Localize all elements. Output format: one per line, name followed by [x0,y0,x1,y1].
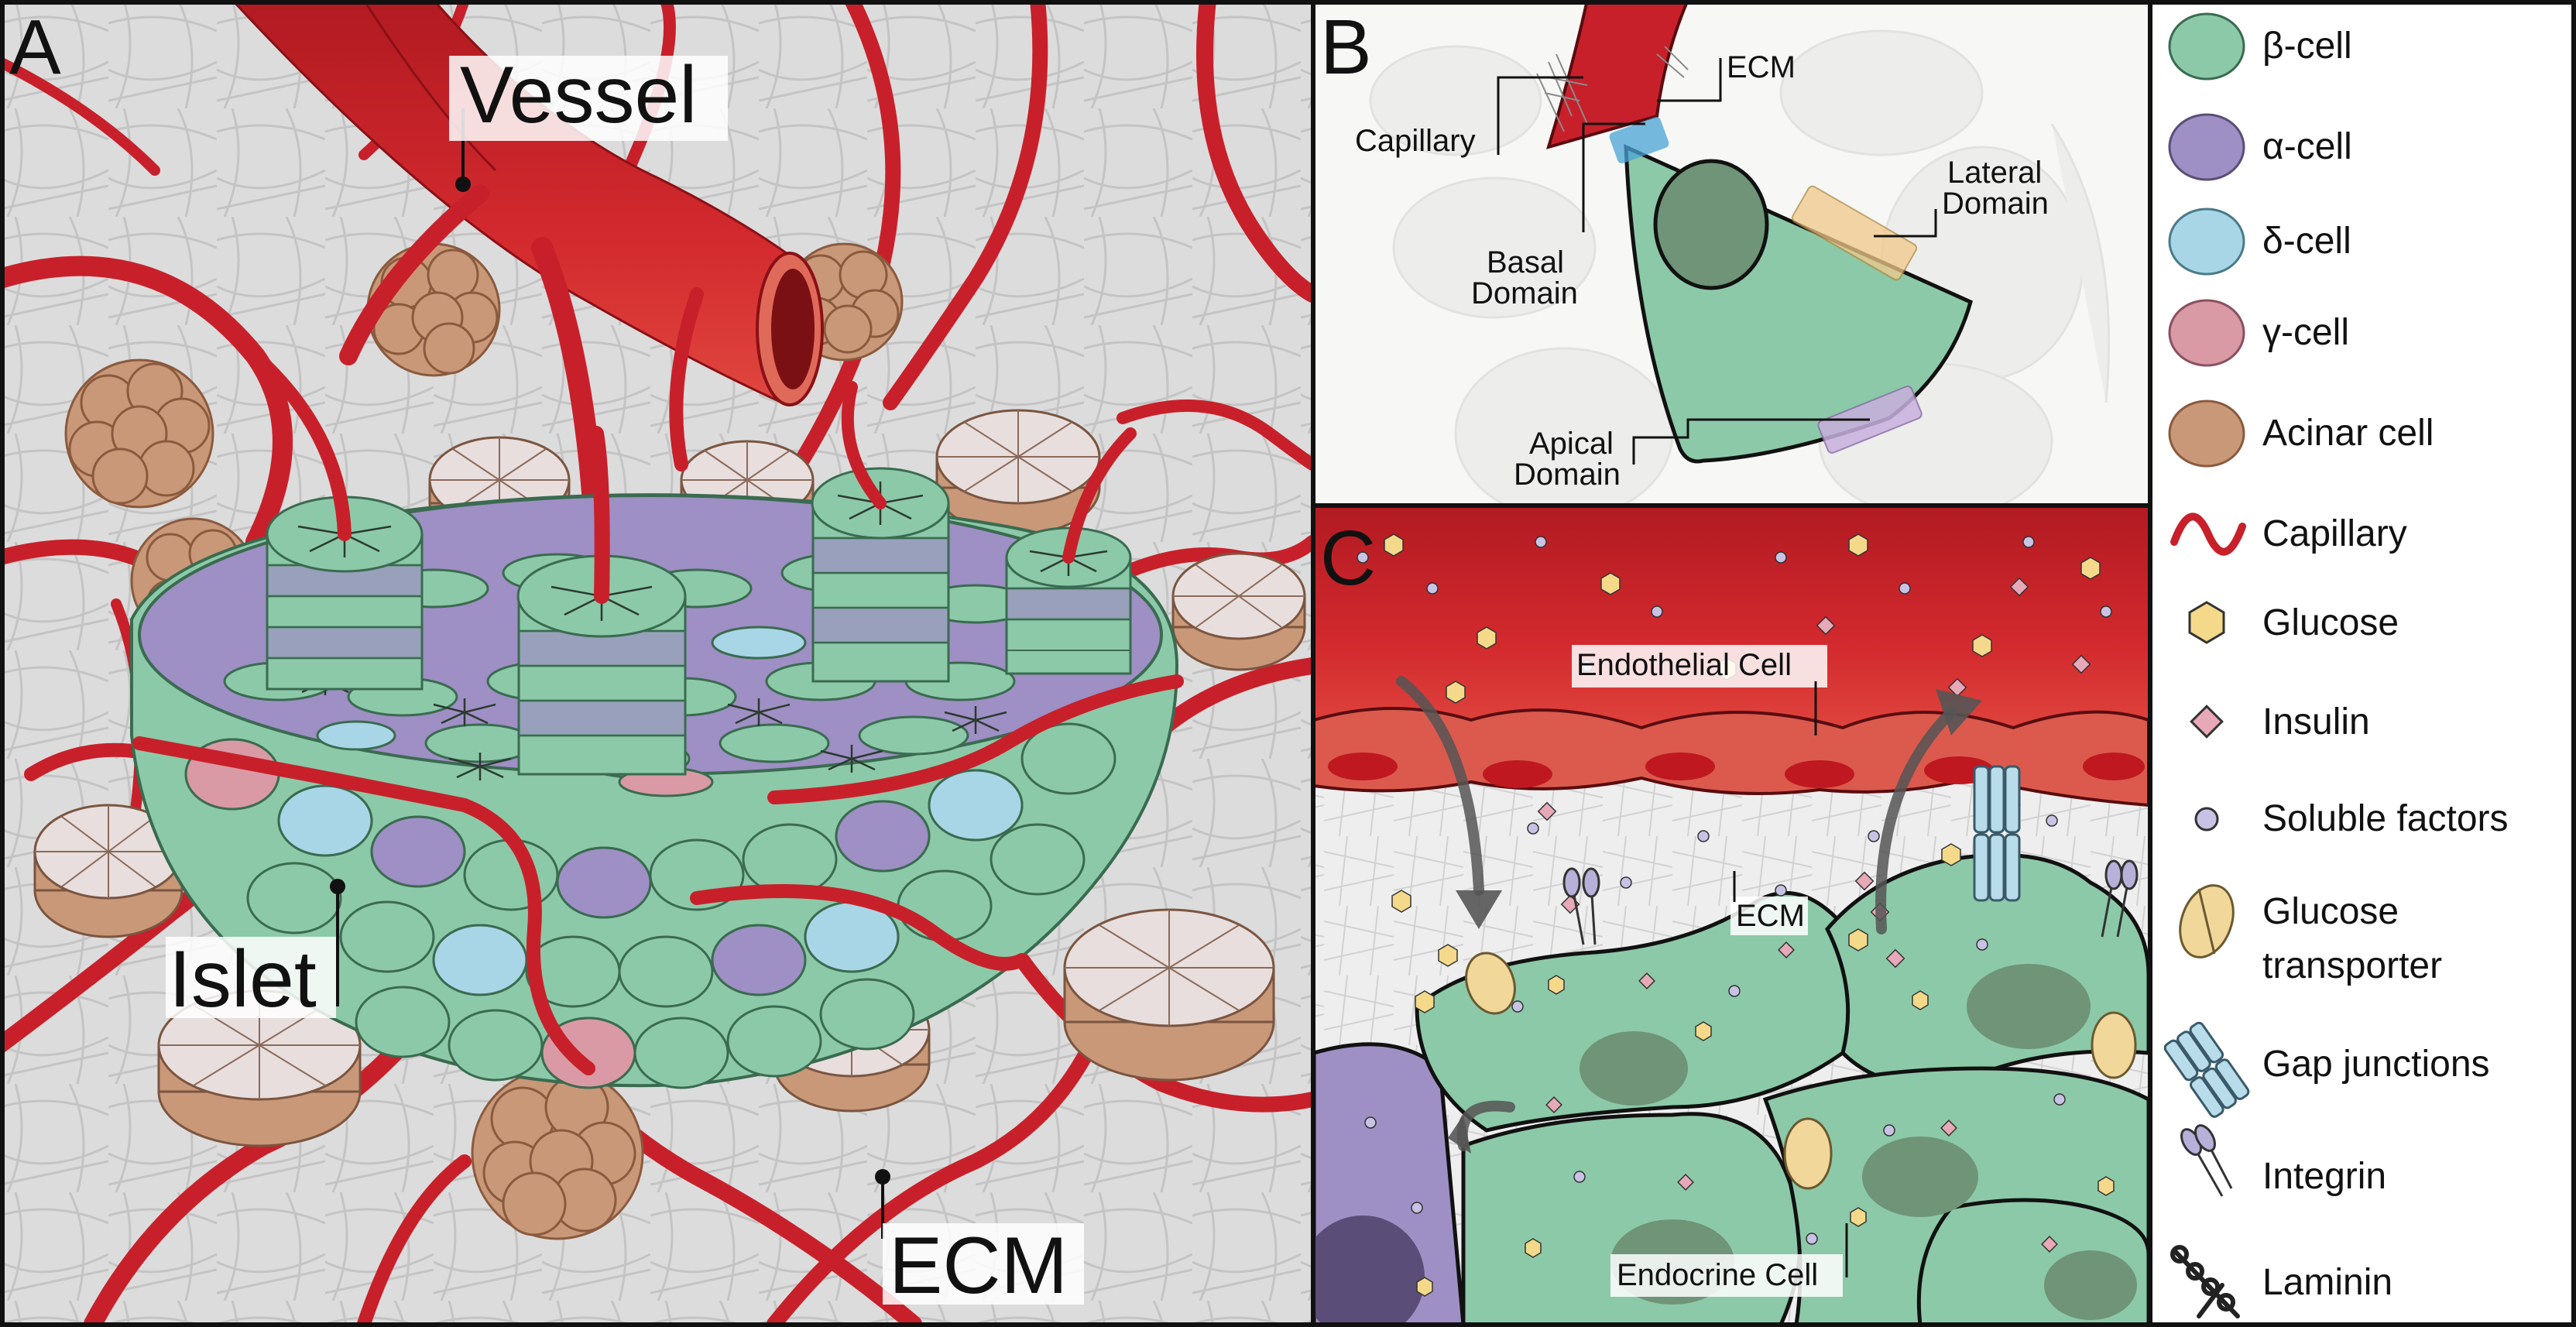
endocrine-cell-label: Endocrine Cell [1617,1258,1818,1292]
capillary-icon [2170,513,2246,556]
basal-domain-marker [1609,116,1669,164]
glucose-transporters [1465,952,2137,1190]
panel-c-letter: C [1320,515,1376,602]
glucose-icon [2188,601,2225,644]
islet [130,349,1184,1089]
delta-cell-icon [2168,207,2245,276]
panel-a-letter: A [9,4,61,91]
legend-label: δ-cell [2262,221,2351,262]
panel-b-apical-label-1: Apical [1529,427,1614,461]
panel-b-ecm-label: ECM [1727,50,1796,84]
panel-b-basal-label-2: Domain [1471,276,1578,310]
integrin-icon [2180,1124,2233,1197]
legend-label: β-cell [2262,26,2352,67]
laminin-icon [2170,1245,2240,1318]
legend-label-line2: transporter [2262,945,2442,986]
legend-label: Acinar cell [2262,413,2434,454]
panel-c: Endothelial Cell ECM Endocrine Cell C [1314,507,2149,1325]
legend-label: α-cell [2262,126,2352,167]
soluble-factor-icon [2194,807,2219,832]
alpha-cell-icon [2168,113,2245,181]
panel-b-letter: B [1320,4,1372,91]
acinar-cell-icon [2168,399,2245,468]
lateral-domain-marker [1791,185,1918,281]
panel-b-capillary-label: Capillary [1355,124,1476,158]
integrins [1562,859,2139,945]
insulin-icon [2190,705,2224,739]
ecm-particles [1391,801,2058,1013]
panel-b-capillary [1546,2,1689,149]
legend-label: γ-cell [2262,312,2349,353]
legend-label: Soluble factors [2262,798,2509,839]
legend: β-cell α-cell δ-cell γ-cell Acinar cell … [2152,2,2574,1325]
legend-label: Capillary [2262,513,2407,554]
gap-junction-icon [2163,1021,2250,1118]
glucose-transporter-icon [2179,884,2235,958]
intracellular-particles [1364,938,2115,1297]
legend-label: Laminin [2262,1262,2392,1303]
panel-a: Vessel Islet ECM A [2,2,1312,1325]
legend-label: Gap junctions [2262,1044,2490,1085]
gap-junction [1973,765,2021,902]
panel-a-labels: Vessel Islet ECM A [9,4,1084,1311]
legend-label: Glucose [2262,891,2399,932]
beta-cell-icon [2168,12,2245,81]
legend-label: Integrin [2262,1156,2386,1197]
panel-b-lateral-label-2: Domain [1942,187,2049,221]
acinar-clusters [64,242,904,1240]
panel-b-basal-label-1: Basal [1487,245,1564,279]
vessel-label: Vessel [460,50,697,140]
gamma-cell-icon [2168,299,2245,367]
blood-particles [1357,533,2112,704]
panel-b-nucleus [1653,159,1769,290]
legend-label: Glucose [2262,602,2399,643]
endothelial-cell-label: Endothelial Cell [1576,648,1792,682]
islet-label: Islet [169,934,317,1024]
ecm-label: ECM [889,1221,1068,1311]
panel-c-ecm-label: ECM [1736,899,1805,933]
panel-b-lateral-label-1: Lateral [1947,156,2042,190]
panel-b-apical-label-2: Domain [1514,458,1621,492]
panel-b: ECM Capillary Lateral Domain Basal Domai… [1314,2,2149,504]
legend-label: Insulin [2262,701,2370,742]
